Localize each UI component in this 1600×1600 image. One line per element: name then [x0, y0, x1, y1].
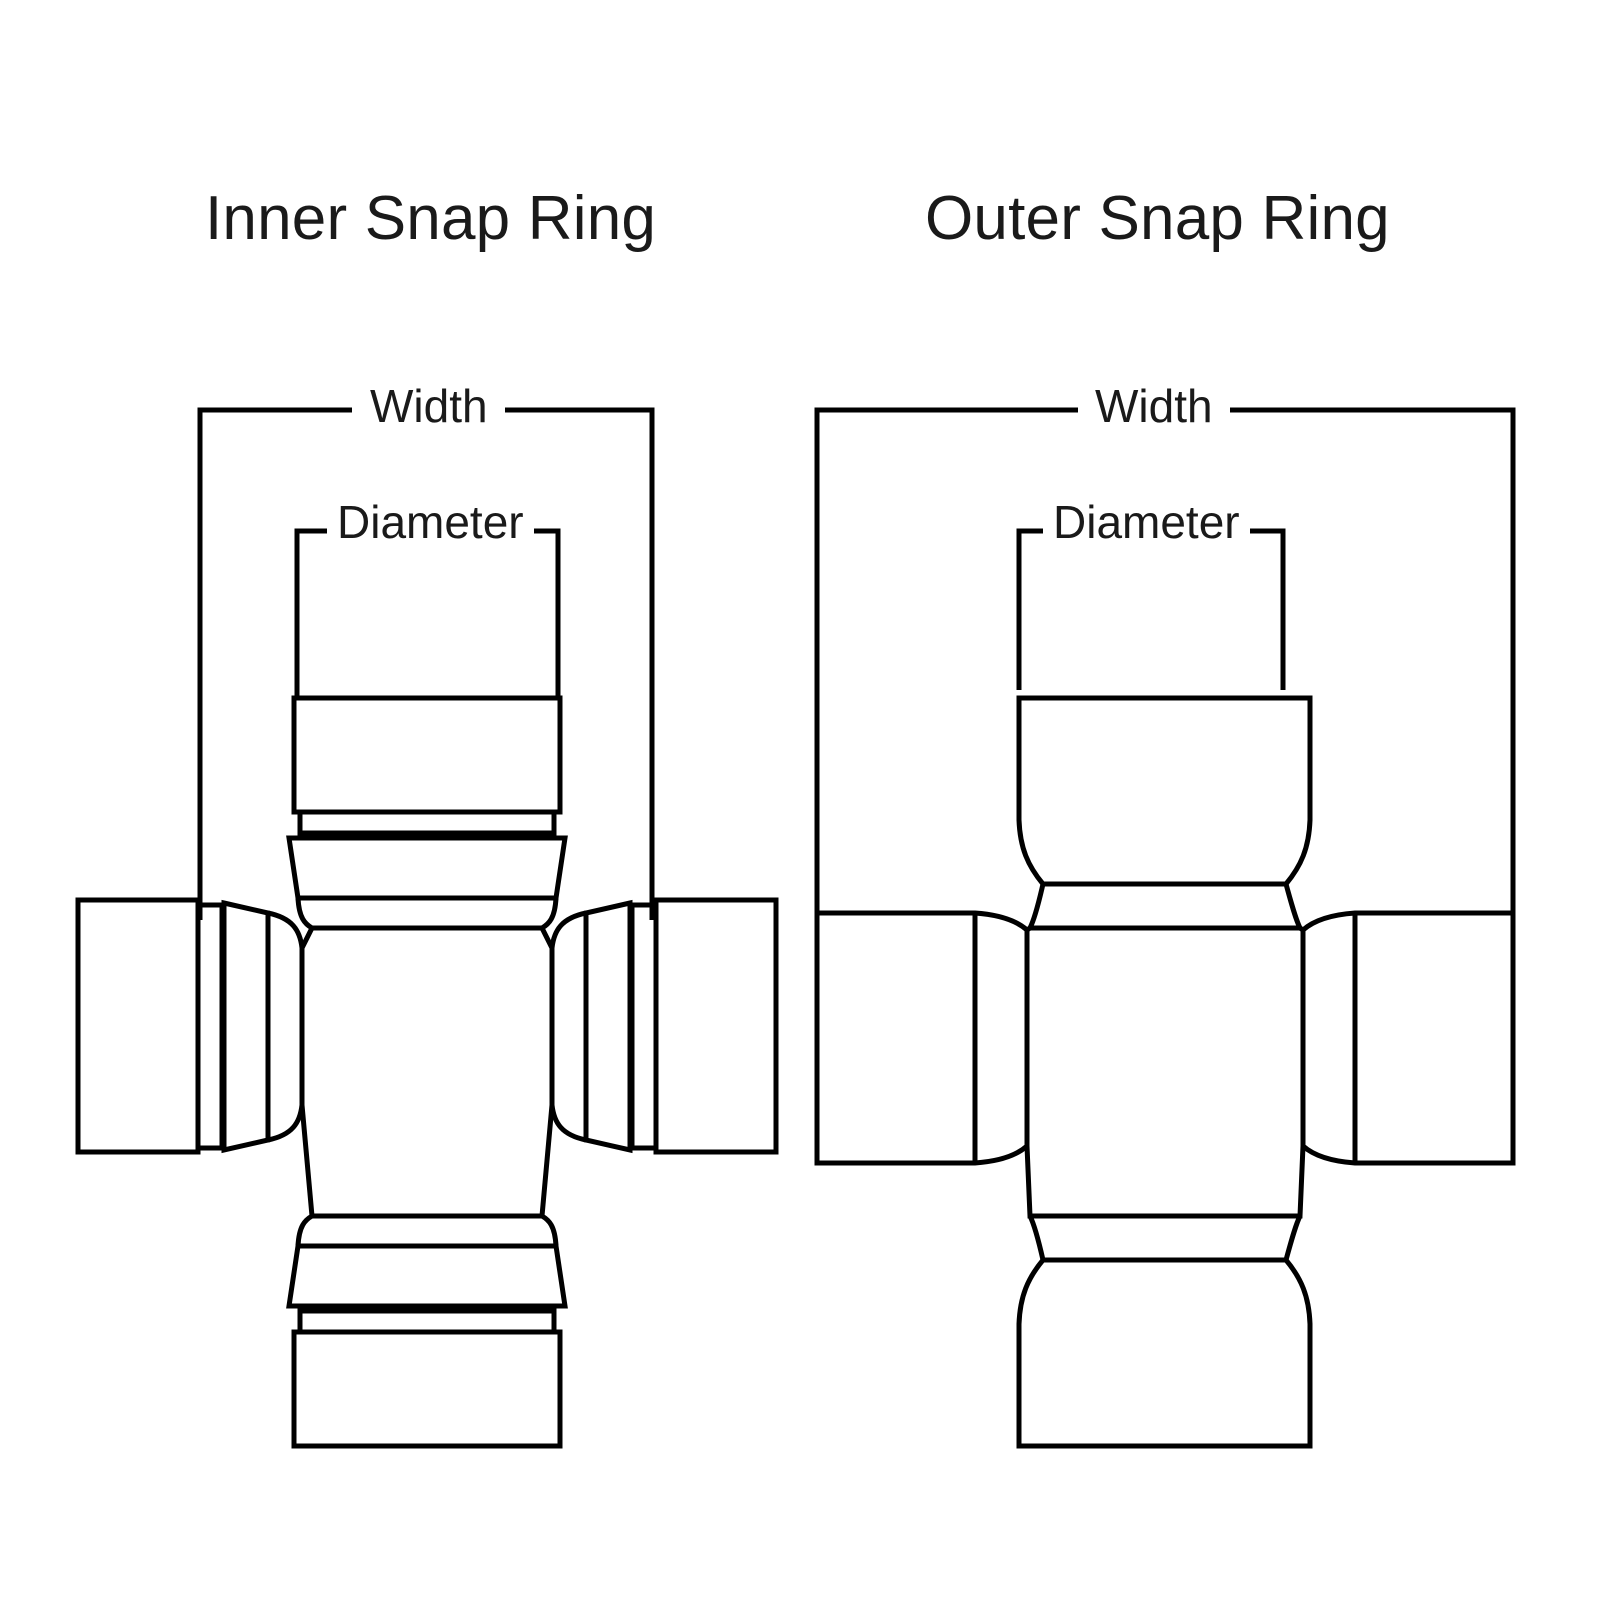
width-dimension-right — [814, 407, 1516, 920]
left-bearing-cap-right-diagram — [814, 910, 1030, 1166]
diameter-dimension-right — [1016, 528, 1286, 690]
inner-snap-ring-title: Inner Snap Ring — [205, 184, 657, 253]
top-bearing-cap-right — [1016, 695, 1313, 931]
bottom-bearing-cap-right — [1016, 1214, 1313, 1449]
width-label-inner: Width — [360, 379, 498, 433]
cross-body-right — [1024, 925, 1306, 1219]
right-bearing-cap-right-diagram — [1300, 910, 1516, 1166]
cross-body-left — [299, 925, 555, 1219]
width-label-outer: Width — [1085, 379, 1223, 433]
diameter-label-inner: Diameter — [327, 495, 534, 549]
diameter-dimension-left — [294, 528, 561, 698]
outer-snap-ring-title: Outer Snap Ring — [925, 184, 1390, 253]
top-bearing-cap-left — [286, 695, 568, 931]
diameter-label-outer: Diameter — [1043, 495, 1250, 549]
width-dimension-left — [197, 407, 655, 920]
